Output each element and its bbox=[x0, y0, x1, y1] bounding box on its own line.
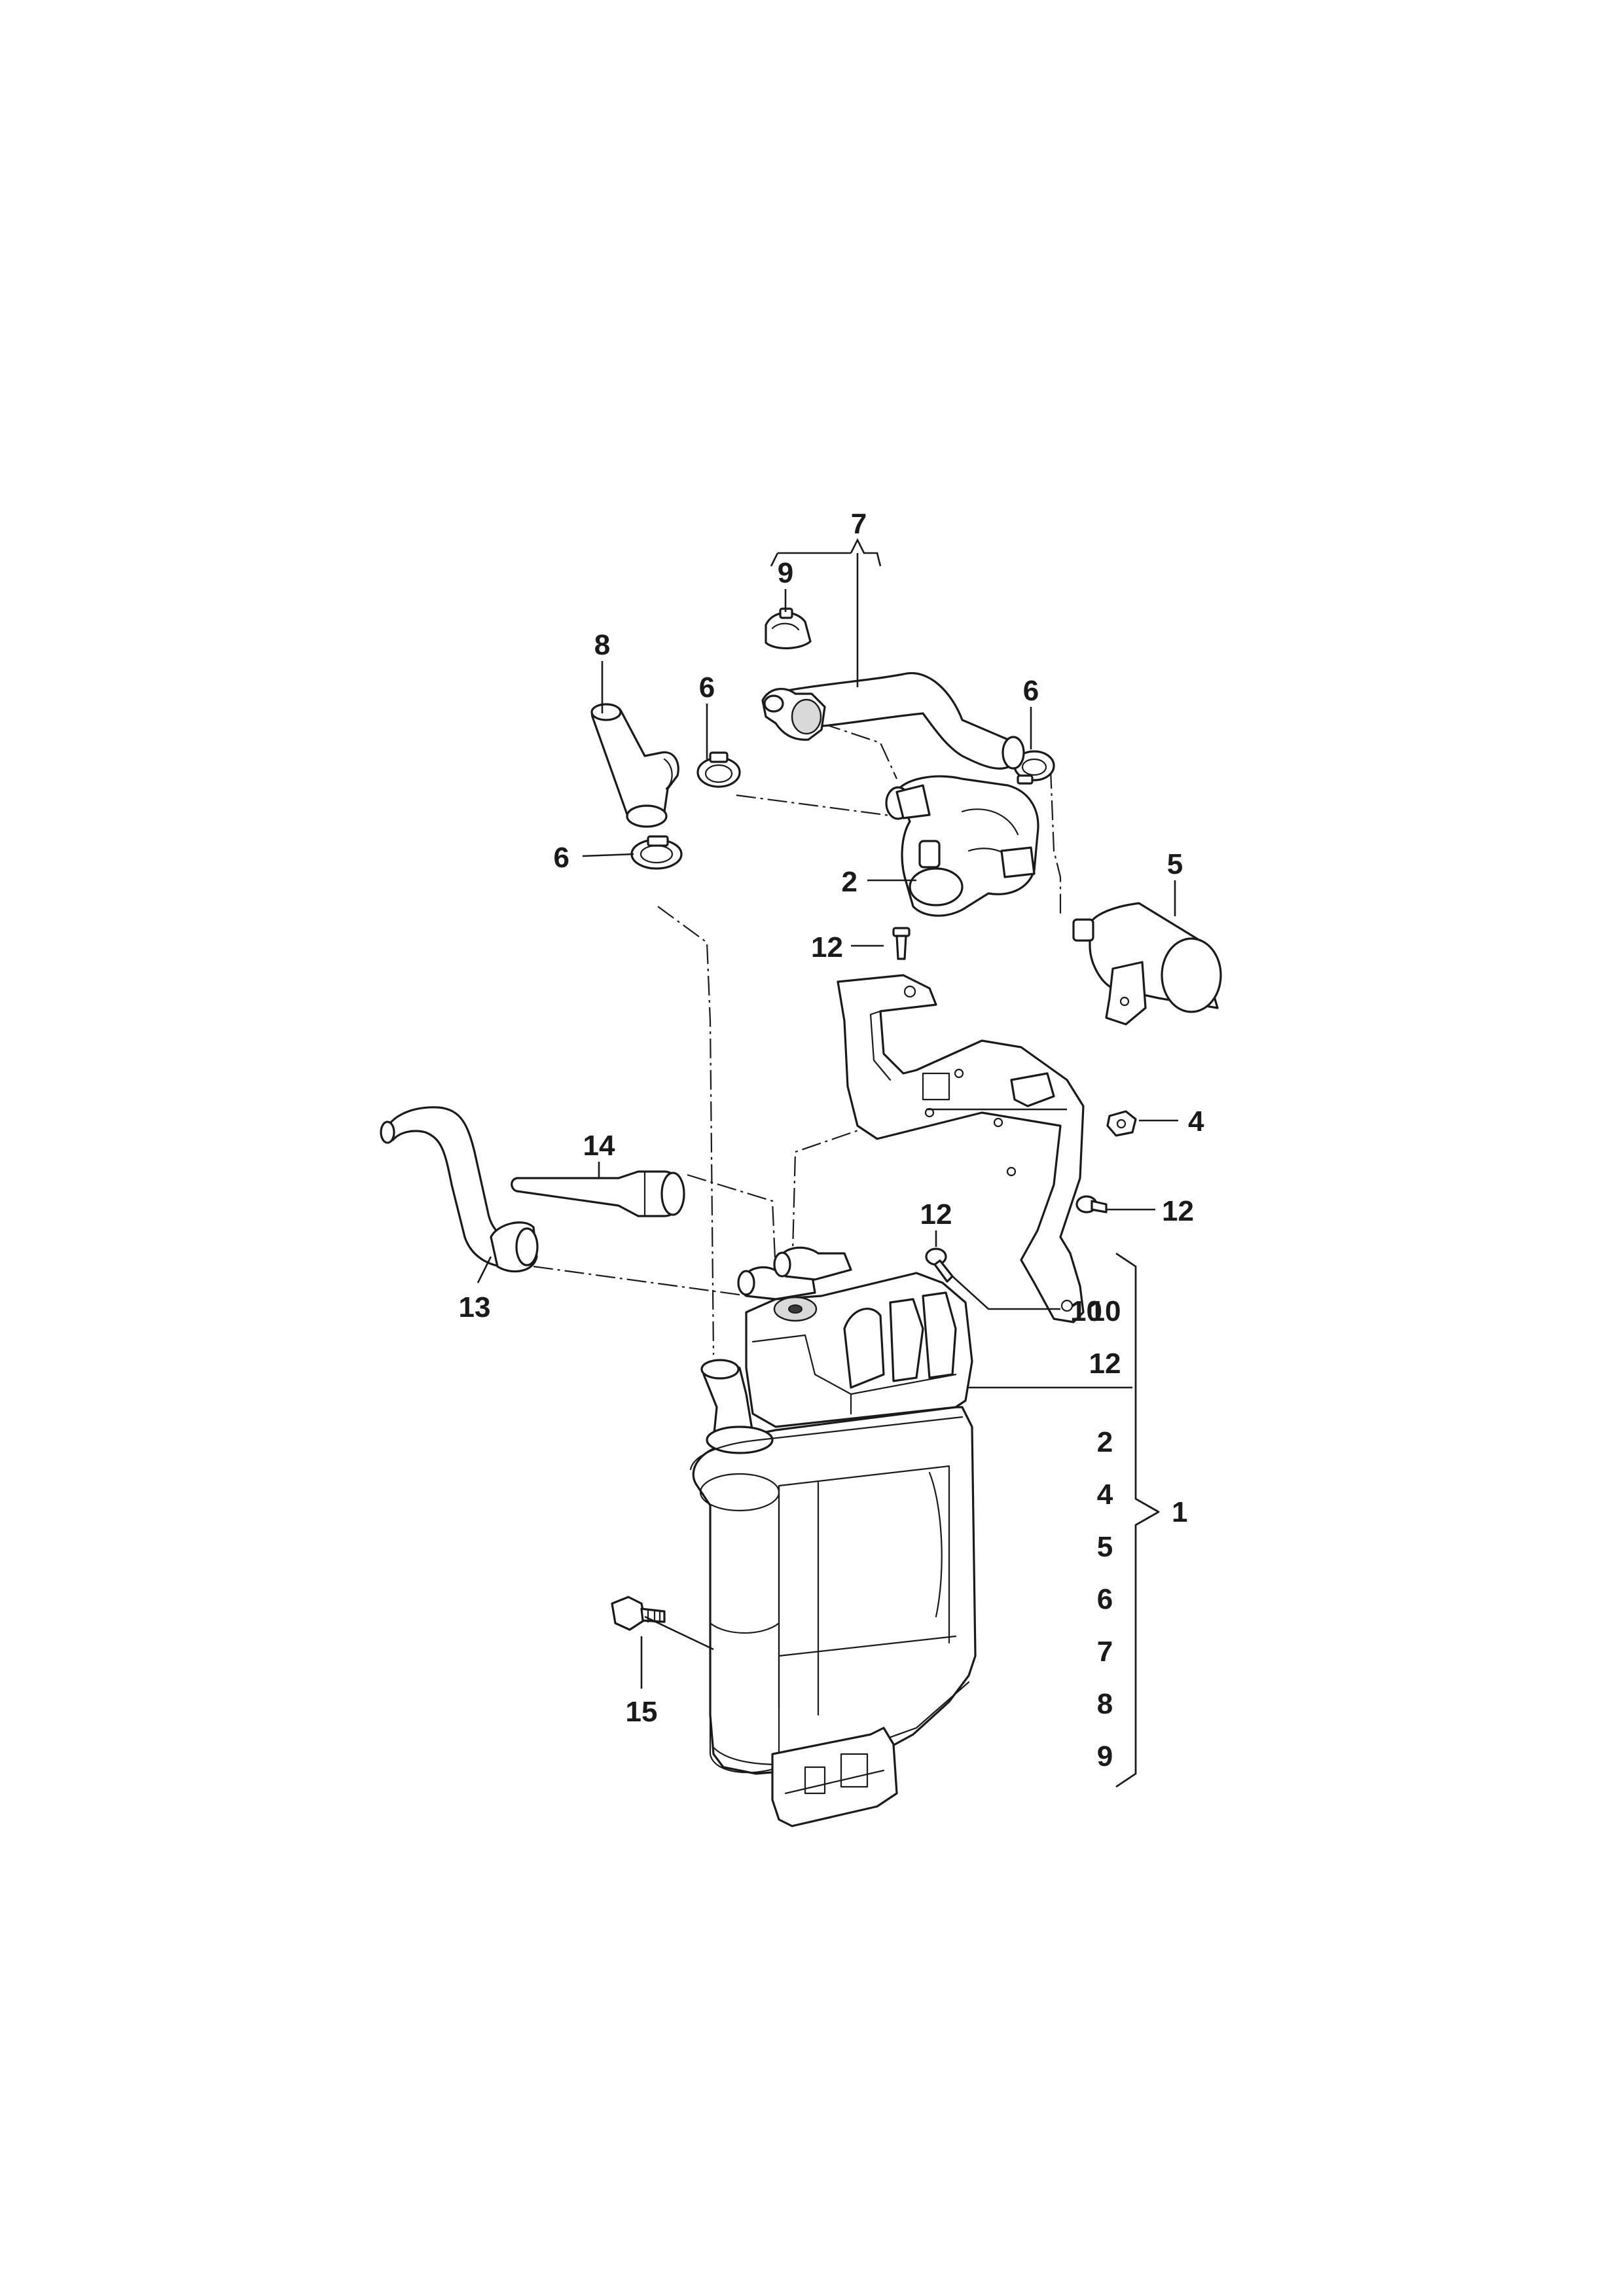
hose-clamp-6b bbox=[1013, 750, 1055, 785]
hose-clamp-6a bbox=[696, 751, 741, 788]
callout-12c: 12 bbox=[920, 1198, 952, 1230]
callout-4: 4 bbox=[1188, 1105, 1204, 1138]
callout-14: 14 bbox=[583, 1130, 615, 1162]
coolant-hose-7 bbox=[761, 672, 1025, 770]
callout-12b: 12 bbox=[1162, 1195, 1194, 1227]
callout-15: 15 bbox=[626, 1696, 658, 1728]
kit-item: 9 bbox=[1097, 1740, 1113, 1772]
callout-6c: 6 bbox=[554, 842, 569, 874]
callout-labels: 7 9 8 6 6 6 2 5 12 4 14 12 12 13 10 15 bbox=[459, 508, 1204, 1728]
kit-item-list: 10 12 2 4 5 6 7 8 9 1 bbox=[1089, 1295, 1188, 1772]
component-5 bbox=[1072, 902, 1222, 1026]
callout-13: 13 bbox=[459, 1291, 491, 1323]
canister-1 bbox=[689, 1246, 977, 1827]
kit-item: 7 bbox=[1097, 1636, 1113, 1668]
kit-item: 6 bbox=[1097, 1583, 1113, 1615]
water-pump-2 bbox=[885, 775, 1039, 917]
clip-9 bbox=[765, 607, 812, 650]
callout-12a: 12 bbox=[811, 931, 843, 963]
screw-12c bbox=[925, 1247, 954, 1283]
bracket-10 bbox=[837, 974, 1085, 1323]
curved-hose-13 bbox=[380, 1106, 539, 1273]
callout-8: 8 bbox=[594, 629, 610, 661]
kit-item: 5 bbox=[1097, 1531, 1113, 1563]
tube-14 bbox=[511, 1170, 685, 1217]
callout-9: 9 bbox=[778, 557, 793, 589]
bolt-15 bbox=[611, 1596, 666, 1631]
kit-item: 4 bbox=[1097, 1479, 1113, 1511]
hose-clamp-6c bbox=[630, 835, 683, 870]
elbow-hose-8 bbox=[590, 703, 679, 828]
kit-item: 2 bbox=[1097, 1426, 1113, 1458]
kit-brace bbox=[1115, 1252, 1160, 1788]
kit-label: 1 bbox=[1172, 1496, 1187, 1528]
kit-item: 12 bbox=[1089, 1348, 1121, 1380]
callout-6b: 6 bbox=[1023, 675, 1039, 707]
callout-5: 5 bbox=[1167, 848, 1183, 880]
callout-7: 7 bbox=[851, 508, 867, 540]
callout-2: 2 bbox=[842, 866, 857, 898]
kit-item: 8 bbox=[1097, 1688, 1113, 1720]
kit-item: 10 bbox=[1089, 1295, 1121, 1327]
screw-12b bbox=[1075, 1195, 1108, 1213]
callout-10: 10 bbox=[1070, 1295, 1102, 1327]
callout-6a: 6 bbox=[699, 672, 715, 704]
nut-4 bbox=[1106, 1110, 1137, 1137]
leader-lines bbox=[477, 538, 1178, 1689]
screw-12a bbox=[892, 927, 911, 960]
